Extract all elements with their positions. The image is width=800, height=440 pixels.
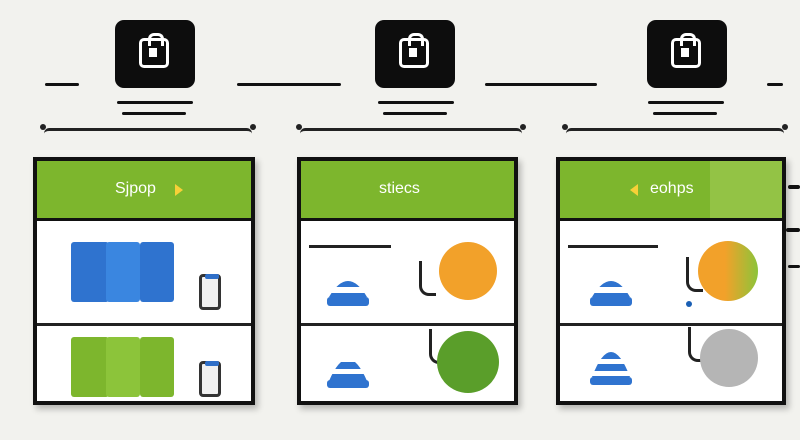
orange-green-circle xyxy=(698,241,758,301)
panel-header: stiecs xyxy=(301,161,514,221)
panel-2[interactable]: stiecs xyxy=(297,157,518,405)
panel-header: eohps xyxy=(560,161,782,221)
blue-folder-icon xyxy=(71,242,109,302)
cup-icon xyxy=(199,274,221,310)
row-divider xyxy=(568,245,658,248)
bracket-divider xyxy=(296,124,526,139)
row-divider xyxy=(560,323,782,326)
panel-title: stiecs xyxy=(379,180,420,197)
connector-line xyxy=(237,83,341,86)
underline xyxy=(648,101,724,104)
connector-line xyxy=(485,83,597,86)
header-shade xyxy=(710,161,782,218)
connector-line xyxy=(45,83,79,86)
dome-icon xyxy=(590,347,632,385)
green-folder-icon xyxy=(71,337,109,397)
bracket-divider xyxy=(562,124,788,139)
dome-icon xyxy=(590,281,632,306)
hook-icon xyxy=(686,257,703,292)
arrow-right-icon[interactable] xyxy=(175,184,183,196)
panel-1[interactable]: Sjpop xyxy=(33,157,255,405)
hook-icon xyxy=(688,327,705,362)
panel-title: Sjpop xyxy=(115,180,156,197)
green-folder-icon xyxy=(140,337,174,397)
arrow-left-icon[interactable] xyxy=(630,184,638,196)
clipboard-icon[interactable] xyxy=(375,20,455,88)
hook-icon xyxy=(419,261,436,296)
edge-mark xyxy=(788,185,800,189)
clipboard-icon[interactable] xyxy=(647,20,727,88)
blue-folder-icon xyxy=(140,242,174,302)
cup-icon xyxy=(199,361,221,397)
edge-mark xyxy=(788,265,800,268)
underline xyxy=(383,112,447,115)
green-folder-icon xyxy=(106,337,140,397)
panel-header: Sjpop xyxy=(37,161,251,221)
bracket-divider xyxy=(40,124,256,139)
panel-3[interactable]: eohps xyxy=(556,157,786,405)
row-divider xyxy=(37,323,251,326)
underline xyxy=(378,101,454,104)
edge-mark xyxy=(786,228,800,232)
orange-circle xyxy=(439,242,497,300)
dome-icon xyxy=(327,281,369,306)
underline xyxy=(117,101,193,104)
connector-line xyxy=(767,83,783,86)
green-circle xyxy=(437,331,499,393)
blue-folder-icon xyxy=(106,242,140,302)
row-divider xyxy=(301,323,514,326)
gray-circle xyxy=(700,329,758,387)
panel-title: eohps xyxy=(650,180,694,197)
underline xyxy=(122,112,186,115)
status-dot xyxy=(686,301,692,307)
row-divider xyxy=(309,245,391,248)
clipboard-icon[interactable] xyxy=(115,20,195,88)
underline xyxy=(653,112,717,115)
dome-icon xyxy=(327,357,369,388)
